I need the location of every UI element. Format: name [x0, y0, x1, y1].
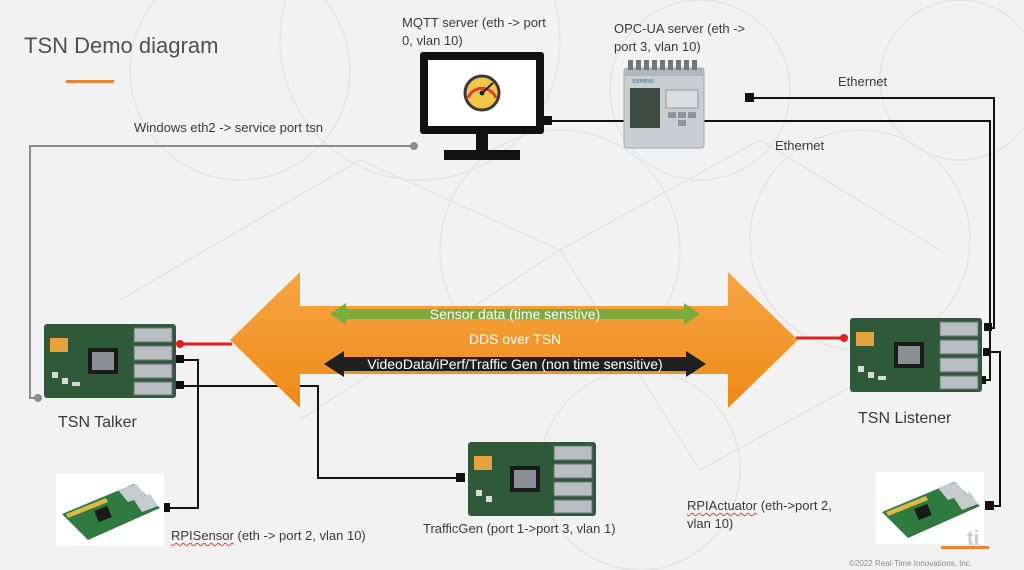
corner-accent-rule	[941, 546, 989, 549]
dds-over-tsn-label: DDS over TSN	[468, 331, 562, 347]
opcua-label-line1: OPC-UA server (eth ->	[614, 21, 746, 36]
rpiactuator-label-line2: vlan 10)	[687, 516, 734, 531]
ethernet-label-mid: Ethernet	[775, 138, 825, 153]
sensor-data-arrow	[330, 303, 700, 325]
page-title: TSN Demo diagram	[24, 33, 219, 58]
trafficgen-wire	[180, 385, 458, 479]
monitor-gauge-icon	[420, 52, 544, 160]
rpisensor-detail: (eth -> port 2, vlan 10)	[233, 528, 366, 543]
rpiactuator-detail: (eth->port 2,	[757, 498, 832, 513]
rpiactuator-connector	[985, 501, 994, 510]
plc-module-icon: SIEMENS	[623, 60, 705, 149]
svg-text:SIEMENS: SIEMENS	[632, 79, 654, 85]
ethernet-wire-mid	[548, 120, 991, 381]
rpisensor-name: RPISensor	[171, 528, 234, 543]
ethernet-label-top: Ethernet	[838, 74, 888, 89]
talker-port-1-connector	[176, 381, 184, 389]
tsn-talker-label: TSN Talker	[58, 414, 137, 431]
mqtt-label-line2: 0, vlan 10)	[402, 33, 463, 48]
tsn-switch-board-icon	[850, 318, 982, 392]
rpisensor-label: RPISensor (eth -> port 2, vlan 10)	[171, 527, 366, 545]
title-accent-rule	[66, 80, 114, 83]
tsn-listener-label: TSN Listener	[858, 410, 952, 427]
rpiactuator-name: RPIActuator	[687, 498, 758, 513]
sensor-data-label: Sensor data (time senstive)	[429, 306, 601, 322]
mqtt-label-line1: MQTT server (eth -> port	[402, 15, 546, 30]
dds-double-arrow	[230, 272, 798, 408]
raspberry-pi-board-icon	[876, 472, 984, 544]
talker-port-2-connector	[176, 355, 184, 363]
service-port-connector	[410, 142, 418, 150]
video-data-label: VideoData/iPerf/Traffic Gen (non time se…	[367, 356, 663, 372]
windows-eth2-label: Windows eth2 -> service port tsn	[134, 120, 323, 135]
talker-service-connector	[34, 394, 42, 402]
trafficgen-label: TrafficGen (port 1->port 3, vlan 1)	[423, 521, 616, 536]
tsn-switch-board-icon	[44, 324, 176, 398]
rpiactuator-wire	[985, 351, 1001, 507]
rpiactuator-label-line1: RPIActuator (eth->port 2,	[687, 497, 832, 515]
copyright-notice: ©2022 Real-Time Innovations, Inc.	[849, 559, 972, 568]
ethernet-connector-top	[745, 93, 754, 102]
opcua-label-line2: port 3, vlan 10)	[614, 39, 701, 54]
rpisensor-connector	[161, 503, 170, 512]
mqtt-connector	[543, 116, 552, 125]
tsn-switch-board-icon	[468, 442, 596, 516]
listener-port-0-connector	[984, 323, 992, 331]
listener-port-2-connector	[983, 348, 991, 356]
raspberry-pi-board-icon	[56, 474, 164, 546]
logo-watermark: ti	[967, 528, 980, 550]
trafficgen-connector	[456, 473, 465, 482]
rpisensor-wire	[166, 359, 199, 509]
video-data-arrow	[324, 351, 706, 377]
